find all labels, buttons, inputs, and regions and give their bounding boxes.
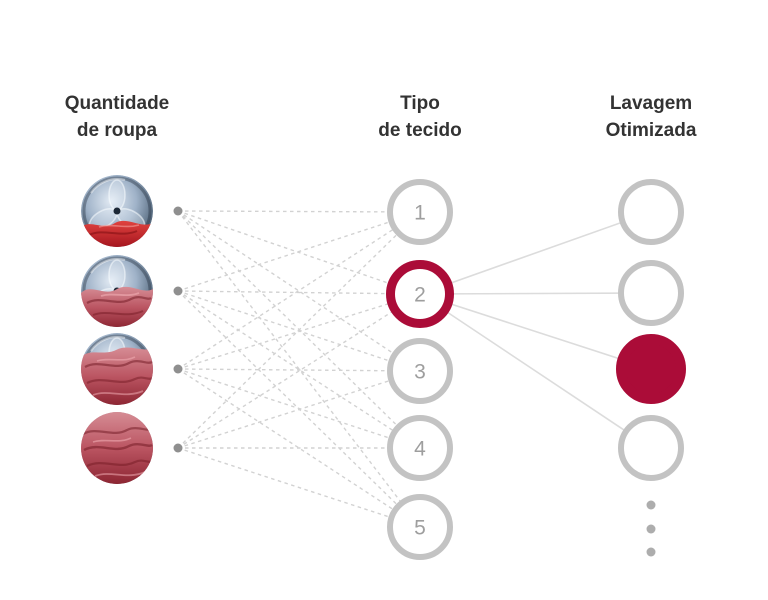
input-connector-dots [173,206,183,453]
inputs-header-line2: de roupa [76,120,158,141]
fabric-node-1-number: 1 [414,202,426,225]
fabric-node-5 [387,494,453,560]
solid-connection-line [419,293,652,449]
fabric-type-nodes: 1 2 3 4 5 [386,179,454,560]
fabric-node-3-number: 3 [414,361,426,384]
fabric-node-1 [387,179,453,245]
output-node-4 [618,415,684,481]
dashed-connection-line [177,211,421,449]
output-node-2 [618,260,684,326]
solid-connection-line [419,293,652,370]
outputs-header-line2: Otimizada [605,120,697,141]
ellipsis-dot [646,500,656,510]
solid-connections [419,211,652,449]
ellipsis-dot [646,547,656,557]
washer-drum-small-load-photo [81,175,153,247]
output-node-3 [616,334,686,404]
inputs-column-header: Quantidade de roupa [0,90,237,144]
dashed-connections [177,210,421,528]
dashed-connection-line [177,293,421,370]
fabric-node-2-number: 2 [414,284,426,307]
washer-drum-full-load-photo [81,412,153,484]
washer-drum-medium-load-photo [81,255,153,327]
dashed-connection-line [177,368,421,528]
dashed-connection-line [177,290,421,449]
optimized-wash-nodes [616,179,686,481]
dashed-connection-line [177,293,421,449]
fabric-node-4 [387,415,453,481]
more-outputs-ellipsis [646,500,656,557]
connector-dot [173,364,183,374]
dashed-connection-line [177,290,421,295]
output-node-1 [618,179,684,245]
dashed-connection-line [177,211,421,292]
fabric-node-3 [387,338,453,404]
dashed-connection-line [177,210,421,213]
fabric-header-line1: Tipo [400,93,440,114]
solid-connection-line [419,292,652,295]
outputs-header-line1: Lavagem [609,93,693,114]
dashed-connection-line [177,210,421,528]
connector-dot [173,206,183,216]
fabric-node-5-number: 5 [414,517,426,540]
connector-dot [173,286,183,296]
fabric-node-2 [386,260,454,328]
inputs-header-line1: Quantidade [64,93,170,114]
dashed-connection-line [177,368,421,372]
dashed-connection-line [177,368,421,449]
dashed-connection-line [177,210,421,295]
fabric-type-column-header: Tipo de tecido [300,90,540,144]
optimized-wash-column-header: Lavagem Otimizada [531,90,768,144]
dashed-connection-line [177,211,421,370]
ellipsis-dot [646,524,656,534]
solid-connection-line [419,211,652,295]
washer-drum-large-load-photo [81,333,153,405]
connector-dot [173,443,183,453]
dashed-connection-line [177,370,421,449]
dashed-connection-line [177,447,421,528]
fabric-header-line2: de tecido [378,120,462,141]
fabric-node-4-number: 4 [414,438,426,461]
